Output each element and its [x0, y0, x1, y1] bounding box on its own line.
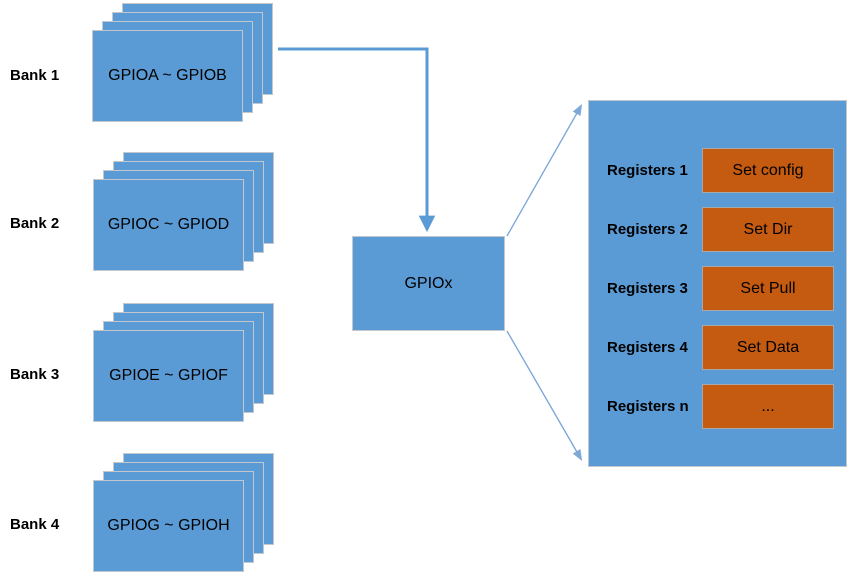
register-row-4: Registers 4 Set Data [589, 325, 846, 370]
register-2-label: Registers 2 [607, 221, 688, 238]
gpiox-to-registers-top-arrow [506, 104, 583, 237]
bank-2-label: Bank 2 [10, 215, 60, 232]
register-3-action-box: Set Pull [702, 266, 834, 311]
register-4-action-box: Set Data [702, 325, 834, 370]
gpiox-to-registers-bottom-arrow [506, 330, 583, 461]
bank-4-card: GPIOG ~ GPIOH [93, 480, 244, 572]
register-n-action-box: ... [702, 384, 834, 429]
bank-1-label: Bank 1 [10, 67, 60, 84]
register-n-label: Registers n [607, 398, 689, 415]
bank-3-label: Bank 3 [10, 366, 60, 383]
register-1-action-box: Set config [702, 148, 834, 193]
register-row-n: Registers n ... [589, 384, 846, 429]
bank-2-card: GPIOC ~ GPIOD [93, 179, 244, 271]
registers-panel: Registers 1 Set config Registers 2 Set D… [588, 100, 847, 467]
bank-1-stack: GPIOA ~ GPIOB [92, 3, 275, 124]
register-row-1: Registers 1 Set config [589, 148, 846, 193]
register-row-3: Registers 3 Set Pull [589, 266, 846, 311]
register-2-action-box: Set Dir [702, 207, 834, 252]
bank-2-stack: GPIOC ~ GPIOD [93, 152, 276, 273]
register-3-label: Registers 3 [607, 280, 688, 297]
bank1-to-gpiox-arrow [278, 47, 436, 233]
bank-1-card: GPIOA ~ GPIOB [92, 30, 243, 122]
bank-4-label: Bank 4 [10, 516, 60, 533]
bank-4-stack: GPIOG ~ GPIOH [93, 453, 276, 574]
bank-3-stack: GPIOE ~ GPIOF [93, 303, 276, 424]
register-1-label: Registers 1 [607, 162, 688, 179]
register-4-label: Registers 4 [607, 339, 688, 356]
register-row-2: Registers 2 Set Dir [589, 207, 846, 252]
bank-3-card: GPIOE ~ GPIOF [93, 330, 244, 422]
gpiox-box: GPIOx [352, 236, 505, 331]
